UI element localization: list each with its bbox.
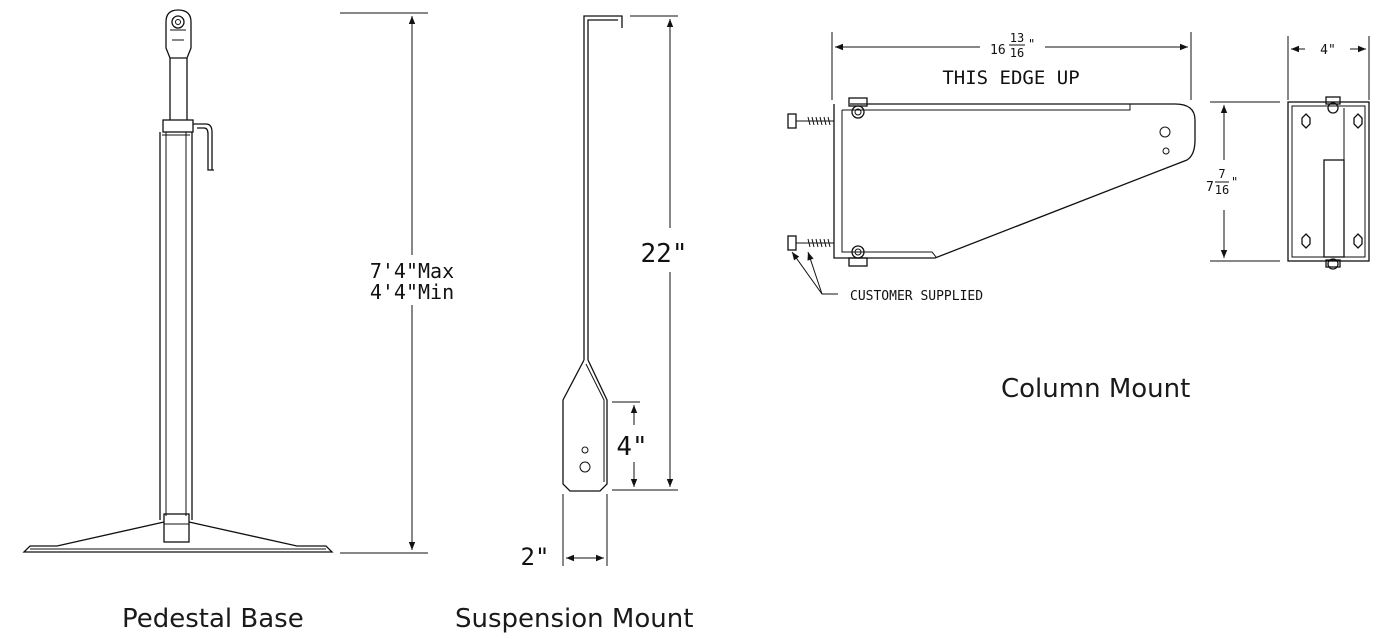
side-nut-icon bbox=[1353, 113, 1363, 129]
side-nut-icon bbox=[1301, 233, 1311, 249]
suspension-small-hole bbox=[581, 446, 589, 454]
column-width-denominator: 16 bbox=[1010, 46, 1024, 60]
suspension-plate bbox=[562, 359, 608, 492]
column-height-dimension bbox=[1210, 101, 1280, 262]
top-bolt-assembly bbox=[787, 97, 868, 129]
pedestal-height-dimension bbox=[340, 12, 428, 554]
column-width-dimension bbox=[831, 32, 1192, 100]
column-mount-drawing: 16 13 16 " THIS EDGE UP bbox=[787, 31, 1370, 304]
bracket-large-hole bbox=[1159, 126, 1171, 138]
column-height-unit: " bbox=[1231, 175, 1238, 189]
pedestal-caption: Pedestal Base bbox=[122, 604, 304, 634]
pedestal-min-height-label: 4'4"Min bbox=[370, 280, 454, 304]
edge-up-label: THIS EDGE UP bbox=[942, 67, 1079, 89]
pedestal-max-height-label: 7'4"Max bbox=[370, 259, 454, 283]
side-nut-icon bbox=[1353, 233, 1363, 249]
column-caption: Column Mount bbox=[1001, 374, 1191, 404]
pedestal-height-lever bbox=[162, 119, 214, 171]
column-width-unit: " bbox=[1028, 37, 1035, 51]
bottom-bolt-assembly bbox=[787, 235, 868, 267]
column-side-view bbox=[1287, 36, 1370, 270]
suspension-mount-drawing: 22" 4" 2" bbox=[521, 15, 688, 571]
suspension-large-hole bbox=[579, 461, 591, 473]
suspension-plate-dimension bbox=[612, 401, 640, 487]
suspension-width-label: 2" bbox=[521, 543, 550, 571]
column-height-numerator: 7 bbox=[1218, 167, 1225, 181]
suspension-plate-label: 4" bbox=[616, 432, 647, 462]
suspension-width-dimension bbox=[562, 494, 608, 566]
suspension-caption: Suspension Mount bbox=[455, 604, 694, 634]
suspension-rod bbox=[583, 15, 623, 360]
suspension-length-label: 22" bbox=[641, 239, 688, 269]
pedestal-column bbox=[159, 132, 193, 520]
column-bracket bbox=[833, 103, 1196, 259]
pedestal-top-clamp bbox=[165, 9, 192, 120]
column-height-whole: 7 bbox=[1206, 180, 1214, 195]
column-width-whole: 16 bbox=[990, 43, 1006, 58]
side-nut-icon bbox=[1301, 113, 1311, 129]
column-height-denominator: 16 bbox=[1215, 183, 1229, 197]
customer-supplied-note: CUSTOMER SUPPLIED bbox=[850, 289, 983, 304]
customer-supplied-leader bbox=[791, 251, 838, 295]
bracket-small-hole bbox=[1162, 147, 1170, 155]
pedestal-base-plate bbox=[22, 513, 334, 553]
pedestal-base-drawing: 7'4"Max 4'4"Min bbox=[22, 9, 454, 554]
column-width-numerator: 13 bbox=[1010, 31, 1024, 45]
column-side-width-label: 4" bbox=[1320, 43, 1336, 58]
suspension-length-dimension bbox=[612, 15, 678, 491]
